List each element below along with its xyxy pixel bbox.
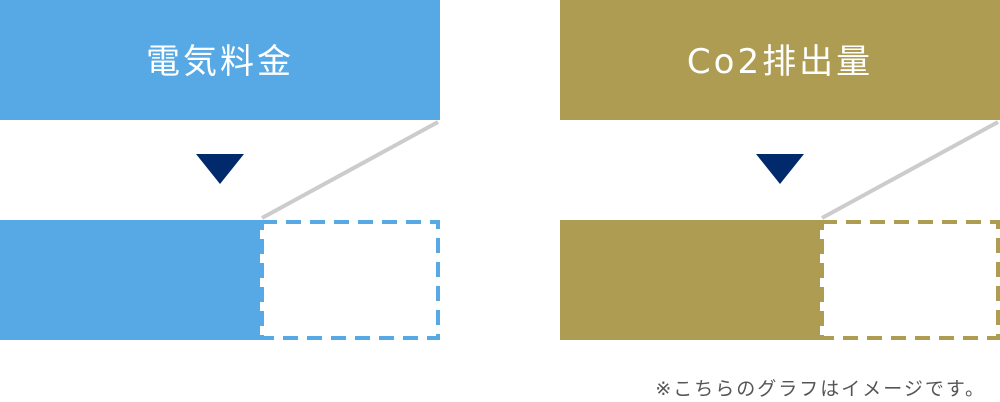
co2-emissions-header: Co2排出量 xyxy=(560,0,1000,120)
reduction-dashed-box xyxy=(260,220,440,340)
footnote: ※こちらのグラフはイメージです。 xyxy=(655,378,986,400)
reduced-bar xyxy=(0,220,260,340)
co2-emissions-panel: Co2排出量 xyxy=(560,0,1000,340)
reduction-dashed-box xyxy=(820,220,1000,340)
down-arrow-icon xyxy=(756,154,804,184)
electricity-cost-header: 電気料金 xyxy=(0,0,440,120)
electricity-cost-panel: 電気料金 xyxy=(0,0,440,340)
reduced-bar xyxy=(560,220,820,340)
down-arrow-icon xyxy=(196,154,244,184)
